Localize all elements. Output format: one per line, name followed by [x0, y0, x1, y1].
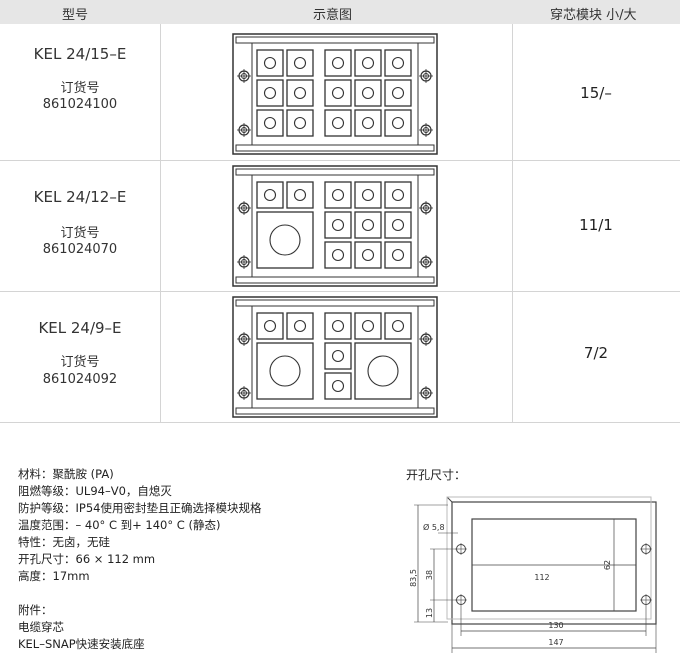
cutout-title: 开孔尺寸： — [406, 468, 467, 482]
spec-line: 附件： — [18, 603, 53, 617]
order-number: 861024092 — [42, 372, 118, 387]
header-model: 型号 — [62, 8, 89, 23]
table-header: 型号 示意图 穿芯模块 小/大 — [0, 0, 680, 24]
header-size: 穿芯模块 小/大 — [550, 8, 637, 23]
column-divider — [512, 24, 513, 422]
spec-line: 阻燃等级：UL94–V0，自熄灭 — [18, 484, 172, 498]
model-name: KEL 24/12–E — [33, 188, 127, 206]
dim-w-total: 147 — [548, 638, 563, 647]
module-count: 15/– — [580, 84, 612, 102]
model-name: KEL 24/9–E — [38, 319, 122, 337]
model-name: KEL 24/15–E — [33, 45, 127, 63]
order-label: 订货号 — [60, 81, 100, 96]
dim-h-edge: 13 — [425, 608, 434, 618]
spec-line: 高度：17mm — [18, 569, 90, 583]
dim-w-opening: 112 — [534, 573, 549, 582]
diagram-kel-24-12 — [233, 166, 437, 286]
spec-line: 开孔尺寸：66 × 112 mm — [18, 552, 156, 566]
diagram-kel-24-15 — [233, 34, 437, 154]
dim-hole: Ø 5,8 — [423, 522, 445, 532]
spec-line: 材料：聚酰胺 (PA) — [18, 467, 114, 481]
row-divider — [0, 291, 680, 292]
order-label: 订货号 — [60, 355, 100, 370]
diagram-kel-24-9 — [233, 297, 437, 417]
dim-w-holes: 130 — [548, 621, 563, 630]
spec-list: 材料：聚酰胺 (PA) 阻燃等级：UL94–V0，自熄灭 防护等级：IP54使用… — [18, 466, 261, 653]
order-number: 861024070 — [42, 242, 118, 257]
row-divider — [0, 422, 680, 423]
order-number: 861024100 — [42, 97, 118, 112]
spec-line: 特性：无卤，无硅 — [18, 535, 110, 549]
spec-line: 温度范围：– 40° C 到+ 140° C (静态) — [18, 518, 221, 532]
spec-line: 电缆穿芯 — [18, 620, 64, 634]
diagrams-layer — [0, 0, 680, 430]
dim-h-total: 83,5 — [409, 569, 418, 587]
module-count: 11/1 — [579, 216, 613, 234]
module-count: 7/2 — [583, 344, 609, 362]
spec-line: KEL–SNAP快速安装底座 — [18, 637, 145, 651]
dim-h-half: 38 — [425, 570, 434, 580]
column-divider — [160, 24, 161, 422]
header-diagram: 示意图 — [313, 8, 353, 23]
row-divider — [0, 160, 680, 161]
order-label: 订货号 — [60, 226, 100, 241]
spec-line — [18, 585, 261, 602]
spec-line: 防护等级：IP54使用密封垫且正确选择模块规格 — [18, 501, 262, 515]
dim-h-opening: 62 — [603, 560, 612, 570]
